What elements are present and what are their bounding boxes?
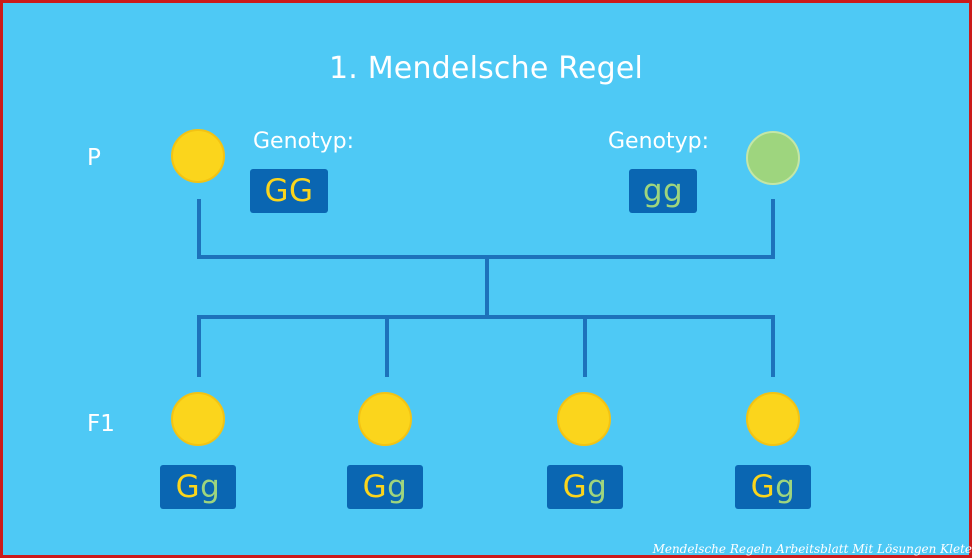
- offspring-3-allele-2: g: [587, 469, 608, 505]
- parent-2-genotype-label: Genotyp:: [608, 129, 710, 154]
- offspring-1-allele-1: G: [175, 469, 201, 505]
- offspring-bus-line: [197, 315, 775, 319]
- parent-2-pea: [746, 131, 800, 185]
- parent-1-allele-2: G: [289, 173, 314, 209]
- generation-label-p: P: [87, 145, 101, 171]
- offspring-1-pea: [171, 392, 225, 446]
- offspring-4-drop-line: [771, 315, 775, 377]
- parent-1-drop-line: [197, 199, 201, 259]
- offspring-2-drop-line: [385, 315, 389, 377]
- offspring-3-allele-1: G: [562, 469, 588, 505]
- watermark-caption: Mendelsche Regeln Arbeitsblatt Mit Lösun…: [652, 542, 972, 556]
- offspring-3-drop-line: [583, 315, 587, 377]
- offspring-4-allele-1: G: [750, 469, 776, 505]
- offspring-2-allele-2: g: [387, 469, 408, 505]
- offspring-2-allele-1: G: [362, 469, 388, 505]
- parent-2-drop-line: [771, 199, 775, 259]
- offspring-4-allele-2: g: [775, 469, 796, 505]
- offspring-1-drop-line: [197, 315, 201, 377]
- offspring-4-pea: [746, 392, 800, 446]
- parent-2-allele-2: g: [663, 173, 684, 209]
- parent-1-genotype-label: Genotyp:: [253, 129, 355, 154]
- diagram-title: 1. Mendelsche Regel: [328, 51, 644, 86]
- center-stem-line: [485, 255, 489, 317]
- offspring-3-pea: [557, 392, 611, 446]
- generation-label-f1: F1: [87, 411, 115, 437]
- parent-1-allele-1: G: [264, 173, 289, 209]
- parent-1-pea: [171, 129, 225, 183]
- parent-2-allele-1: g: [642, 173, 663, 209]
- offspring-2-pea: [358, 392, 412, 446]
- offspring-1-allele-2: g: [200, 469, 221, 505]
